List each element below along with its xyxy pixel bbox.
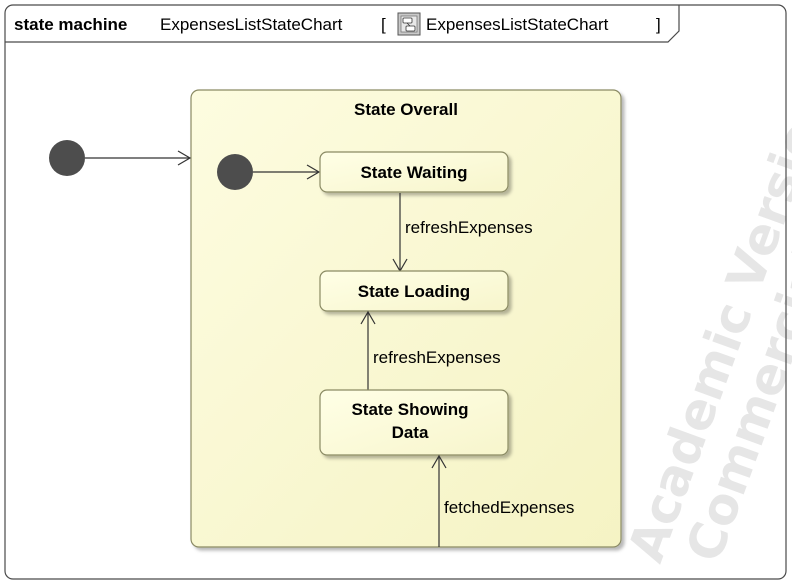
transition-label-refresh-1: refreshExpenses bbox=[405, 218, 533, 237]
transition-inner-initial-to-waiting[interactable] bbox=[253, 164, 321, 180]
watermark: Academic Version for Teaching Only Comme… bbox=[617, 0, 792, 569]
frame-ref-name: ExpensesListStateChart bbox=[426, 15, 609, 34]
frame-header: state machine ExpensesListStateChart [ E… bbox=[5, 5, 680, 43]
frame-close-bracket: ] bbox=[656, 15, 661, 34]
frame-name: ExpensesListStateChart bbox=[160, 15, 343, 34]
state-waiting-label: State Waiting bbox=[360, 163, 467, 182]
diagram-frame bbox=[4, 4, 787, 580]
inner-initial-pseudostate[interactable] bbox=[217, 154, 253, 190]
frame-keyword: state machine bbox=[14, 15, 127, 34]
composite-state-title: State Overall bbox=[354, 100, 458, 119]
frame-header-tab bbox=[5, 5, 680, 43]
transition-showing-to-loading[interactable] bbox=[360, 310, 376, 390]
frame-open-bracket: [ bbox=[381, 15, 386, 34]
transition-label-fetched: fetchedExpenses bbox=[444, 498, 574, 517]
transition-label-refresh-2: refreshExpenses bbox=[373, 348, 501, 367]
statechart-diagram-icon bbox=[397, 12, 421, 36]
state-showing-data[interactable]: State Showing Data bbox=[319, 389, 509, 456]
state-waiting[interactable]: State Waiting bbox=[319, 151, 509, 193]
outer-initial-pseudostate[interactable] bbox=[49, 140, 85, 176]
transition-outer-initial-to-overall[interactable] bbox=[85, 150, 192, 166]
svg-text:state machine: state machine bbox=[14, 15, 127, 34]
transition-fetched-to-showing[interactable] bbox=[431, 454, 447, 547]
state-showing-label-line-1: State Showing bbox=[351, 400, 468, 419]
state-loading-label: State Loading bbox=[358, 282, 470, 301]
state-showing-label-line-2: Data bbox=[392, 423, 429, 442]
composite-state-overall[interactable]: State Overall bbox=[190, 89, 622, 548]
state-loading[interactable]: State Loading bbox=[319, 270, 509, 312]
